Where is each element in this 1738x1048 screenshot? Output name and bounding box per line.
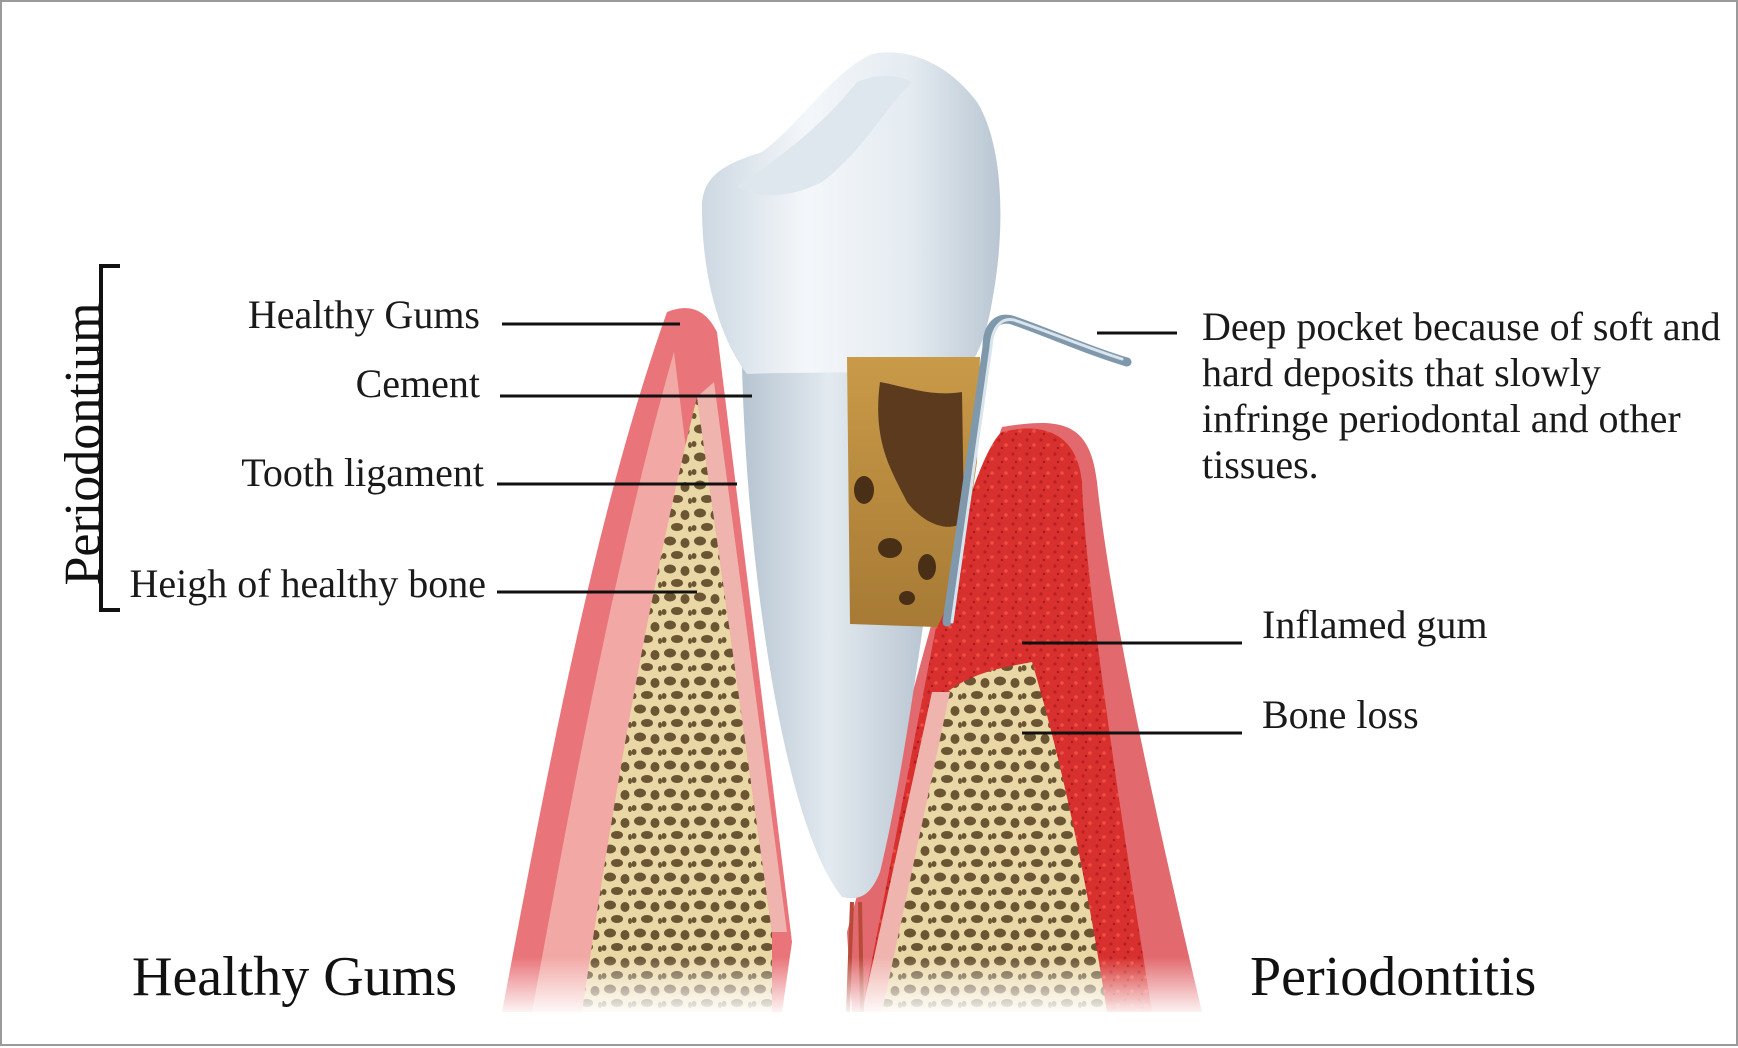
healthy-ligament xyxy=(697,382,787,932)
healthy-bone xyxy=(582,397,772,1012)
inflamed-ligament xyxy=(862,692,950,1012)
tartar-spot xyxy=(854,476,874,504)
tartar-spot xyxy=(899,591,915,605)
tartar-spot xyxy=(918,554,936,580)
label-healthy-bone: Heigh of healthy bone xyxy=(129,561,486,606)
label-cement: Cement xyxy=(355,361,480,406)
tartar-spot xyxy=(878,538,902,558)
periodontal-probe-highlight xyxy=(950,318,1124,624)
caption-healthy-gums: Healthy Gums xyxy=(132,946,458,1008)
plaque-dark xyxy=(878,382,964,527)
periodontium-bracket xyxy=(99,264,120,612)
bottom-fade xyxy=(482,957,1242,1017)
label-tooth-ligament: Tooth ligament xyxy=(241,450,484,495)
label-bone-loss: Bone loss xyxy=(1262,692,1419,737)
periodontium-label: Periodontium xyxy=(55,302,112,586)
label-inflamed-gum: Inflamed gum xyxy=(1262,602,1488,647)
label-healthy-gums: Healthy Gums xyxy=(247,292,480,337)
caption-periodontitis: Periodontitis xyxy=(1250,946,1537,1008)
label-deep-pocket: Deep pocket because of soft and hard dep… xyxy=(1202,304,1721,487)
tooth-crown xyxy=(702,52,1001,375)
crown-occlusal-hollow xyxy=(737,75,912,196)
